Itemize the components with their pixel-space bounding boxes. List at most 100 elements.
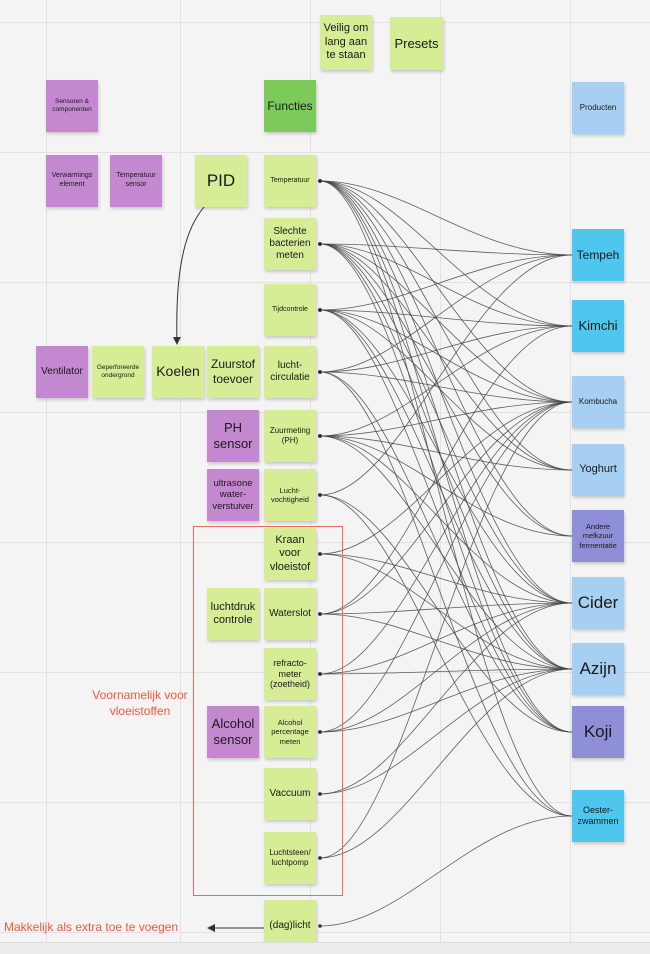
pid-to-cooling-arrow bbox=[172, 182, 247, 345]
function-label: Tijdcontrole bbox=[272, 305, 308, 313]
liquids-frame bbox=[193, 526, 343, 896]
link-line bbox=[319, 243, 573, 403]
link-line bbox=[319, 243, 573, 670]
function-note[interactable]: Temperatuur bbox=[264, 155, 316, 207]
function-note[interactable]: Luchtsteen/ luchtpomp bbox=[264, 832, 316, 884]
function-note[interactable]: Vaccuum bbox=[264, 768, 316, 820]
function-label: Lucht-vochtigheid bbox=[271, 485, 309, 504]
function-note[interactable]: Waterslot bbox=[264, 588, 316, 640]
link-endpoint bbox=[318, 434, 322, 438]
component-heating[interactable]: Verwarmings element bbox=[46, 155, 98, 207]
link-line bbox=[319, 243, 573, 256]
product-label: Kombucha bbox=[578, 397, 618, 407]
component-pid[interactable]: PID bbox=[195, 155, 247, 207]
link-endpoint bbox=[318, 242, 322, 246]
function-label: Waterslot bbox=[269, 607, 311, 619]
link-endpoint bbox=[318, 370, 322, 374]
product-label: Yoghurt bbox=[579, 463, 617, 476]
grid-line bbox=[0, 932, 650, 933]
product-label: Andere melkzuur fermentatie bbox=[579, 522, 617, 550]
link-line bbox=[319, 180, 573, 471]
link-endpoint bbox=[318, 242, 322, 246]
function-note[interactable]: Slechte bacterien meten bbox=[264, 218, 316, 270]
product-note[interactable]: Kimchi bbox=[572, 300, 624, 352]
link-line bbox=[319, 371, 573, 733]
function-note[interactable]: lucht-circulatie bbox=[264, 346, 316, 398]
link-line bbox=[319, 613, 573, 670]
component-oxygen[interactable]: Zuurstof toevoer bbox=[207, 346, 259, 398]
link-endpoint bbox=[318, 179, 322, 183]
link-line bbox=[319, 243, 573, 471]
link-endpoint bbox=[318, 242, 322, 246]
link-line bbox=[319, 180, 573, 604]
component-label: Alcohol sensor bbox=[211, 716, 255, 747]
component-ph-sensor[interactable]: PH sensor bbox=[207, 410, 259, 462]
product-note[interactable]: Yoghurt bbox=[572, 444, 624, 496]
header-sensors[interactable]: Sensoren & componenten bbox=[46, 80, 98, 132]
product-note[interactable]: Tempeh bbox=[572, 229, 624, 281]
function-note[interactable]: refracto-meter (zoetheid) bbox=[264, 648, 316, 700]
header-label: Functies bbox=[267, 98, 313, 113]
link-endpoint bbox=[318, 308, 322, 312]
component-label: Geperforeerde ondergrond bbox=[96, 364, 140, 379]
component-ultrasonic[interactable]: ultrasone water-verstuiver bbox=[207, 469, 259, 521]
function-note[interactable]: Zuurmeting (PH) bbox=[264, 410, 316, 462]
product-note[interactable]: Andere melkzuur fermentatie bbox=[572, 510, 624, 562]
extra-annotation: Makkelijk als extra toe te voegen bbox=[4, 920, 179, 934]
link-endpoint bbox=[318, 242, 322, 246]
link-endpoint bbox=[318, 242, 322, 246]
link-line bbox=[319, 553, 573, 604]
link-endpoint bbox=[318, 179, 322, 183]
product-note[interactable]: Kombucha bbox=[572, 376, 624, 428]
component-airpressure[interactable]: luchtdruk controle bbox=[207, 588, 259, 640]
grid-line bbox=[0, 282, 650, 283]
header-products[interactable]: Producten bbox=[572, 82, 624, 134]
link-line bbox=[319, 494, 573, 733]
product-note[interactable]: Azijn bbox=[572, 643, 624, 695]
link-endpoint bbox=[318, 308, 322, 312]
component-alcohol-sensor[interactable]: Alcohol sensor bbox=[207, 706, 259, 758]
function-note[interactable]: Tijdcontrole bbox=[264, 284, 316, 336]
note-label: Presets bbox=[394, 35, 439, 51]
link-line bbox=[319, 668, 573, 859]
note-safe-long[interactable]: Veilig om lang aan te staan bbox=[320, 15, 372, 70]
link-endpoint bbox=[318, 434, 322, 438]
note-presets[interactable]: Presets bbox=[390, 17, 443, 70]
component-label: ultrasone water-verstuiver bbox=[212, 477, 254, 512]
product-label: Kimchi bbox=[578, 318, 618, 334]
function-label: Slechte bacterien meten bbox=[269, 225, 311, 262]
link-line bbox=[319, 602, 573, 795]
link-endpoint bbox=[318, 308, 322, 312]
function-note[interactable]: Alcohol percentage meten bbox=[264, 706, 316, 758]
link-line bbox=[319, 435, 573, 537]
link-line bbox=[319, 180, 573, 817]
component-label: Koelen bbox=[156, 363, 200, 380]
link-line bbox=[319, 602, 573, 675]
component-label: Verwarmings element bbox=[51, 172, 93, 188]
link-line bbox=[319, 602, 573, 733]
function-note[interactable]: Lucht-vochtigheid bbox=[264, 469, 316, 521]
link-line bbox=[319, 401, 573, 733]
link-line bbox=[319, 815, 573, 927]
link-line bbox=[319, 243, 573, 604]
component-perforated[interactable]: Geperforeerde ondergrond bbox=[92, 346, 144, 398]
link-line bbox=[319, 371, 573, 817]
link-line bbox=[319, 254, 573, 373]
product-note[interactable]: Oester-zwammen bbox=[572, 790, 624, 842]
function-note[interactable]: Kraan voor vloeistof bbox=[264, 528, 316, 580]
component-ventilator[interactable]: Ventilator bbox=[36, 346, 88, 398]
function-label: Temperatuur bbox=[270, 176, 310, 184]
product-note[interactable]: Koji bbox=[572, 706, 624, 758]
link-endpoint bbox=[318, 308, 322, 312]
product-note[interactable]: Cider bbox=[572, 577, 624, 629]
bottom-scrollbar[interactable] bbox=[0, 942, 650, 954]
link-line bbox=[319, 254, 573, 496]
header-functions[interactable]: Functies bbox=[264, 80, 316, 132]
link-line bbox=[319, 309, 573, 403]
link-line bbox=[319, 668, 573, 795]
link-endpoint bbox=[318, 242, 322, 246]
link-endpoint bbox=[318, 179, 322, 183]
component-temp-sensor[interactable]: Temperatuur sensor bbox=[110, 155, 162, 207]
component-cooling[interactable]: Koelen bbox=[152, 346, 204, 398]
